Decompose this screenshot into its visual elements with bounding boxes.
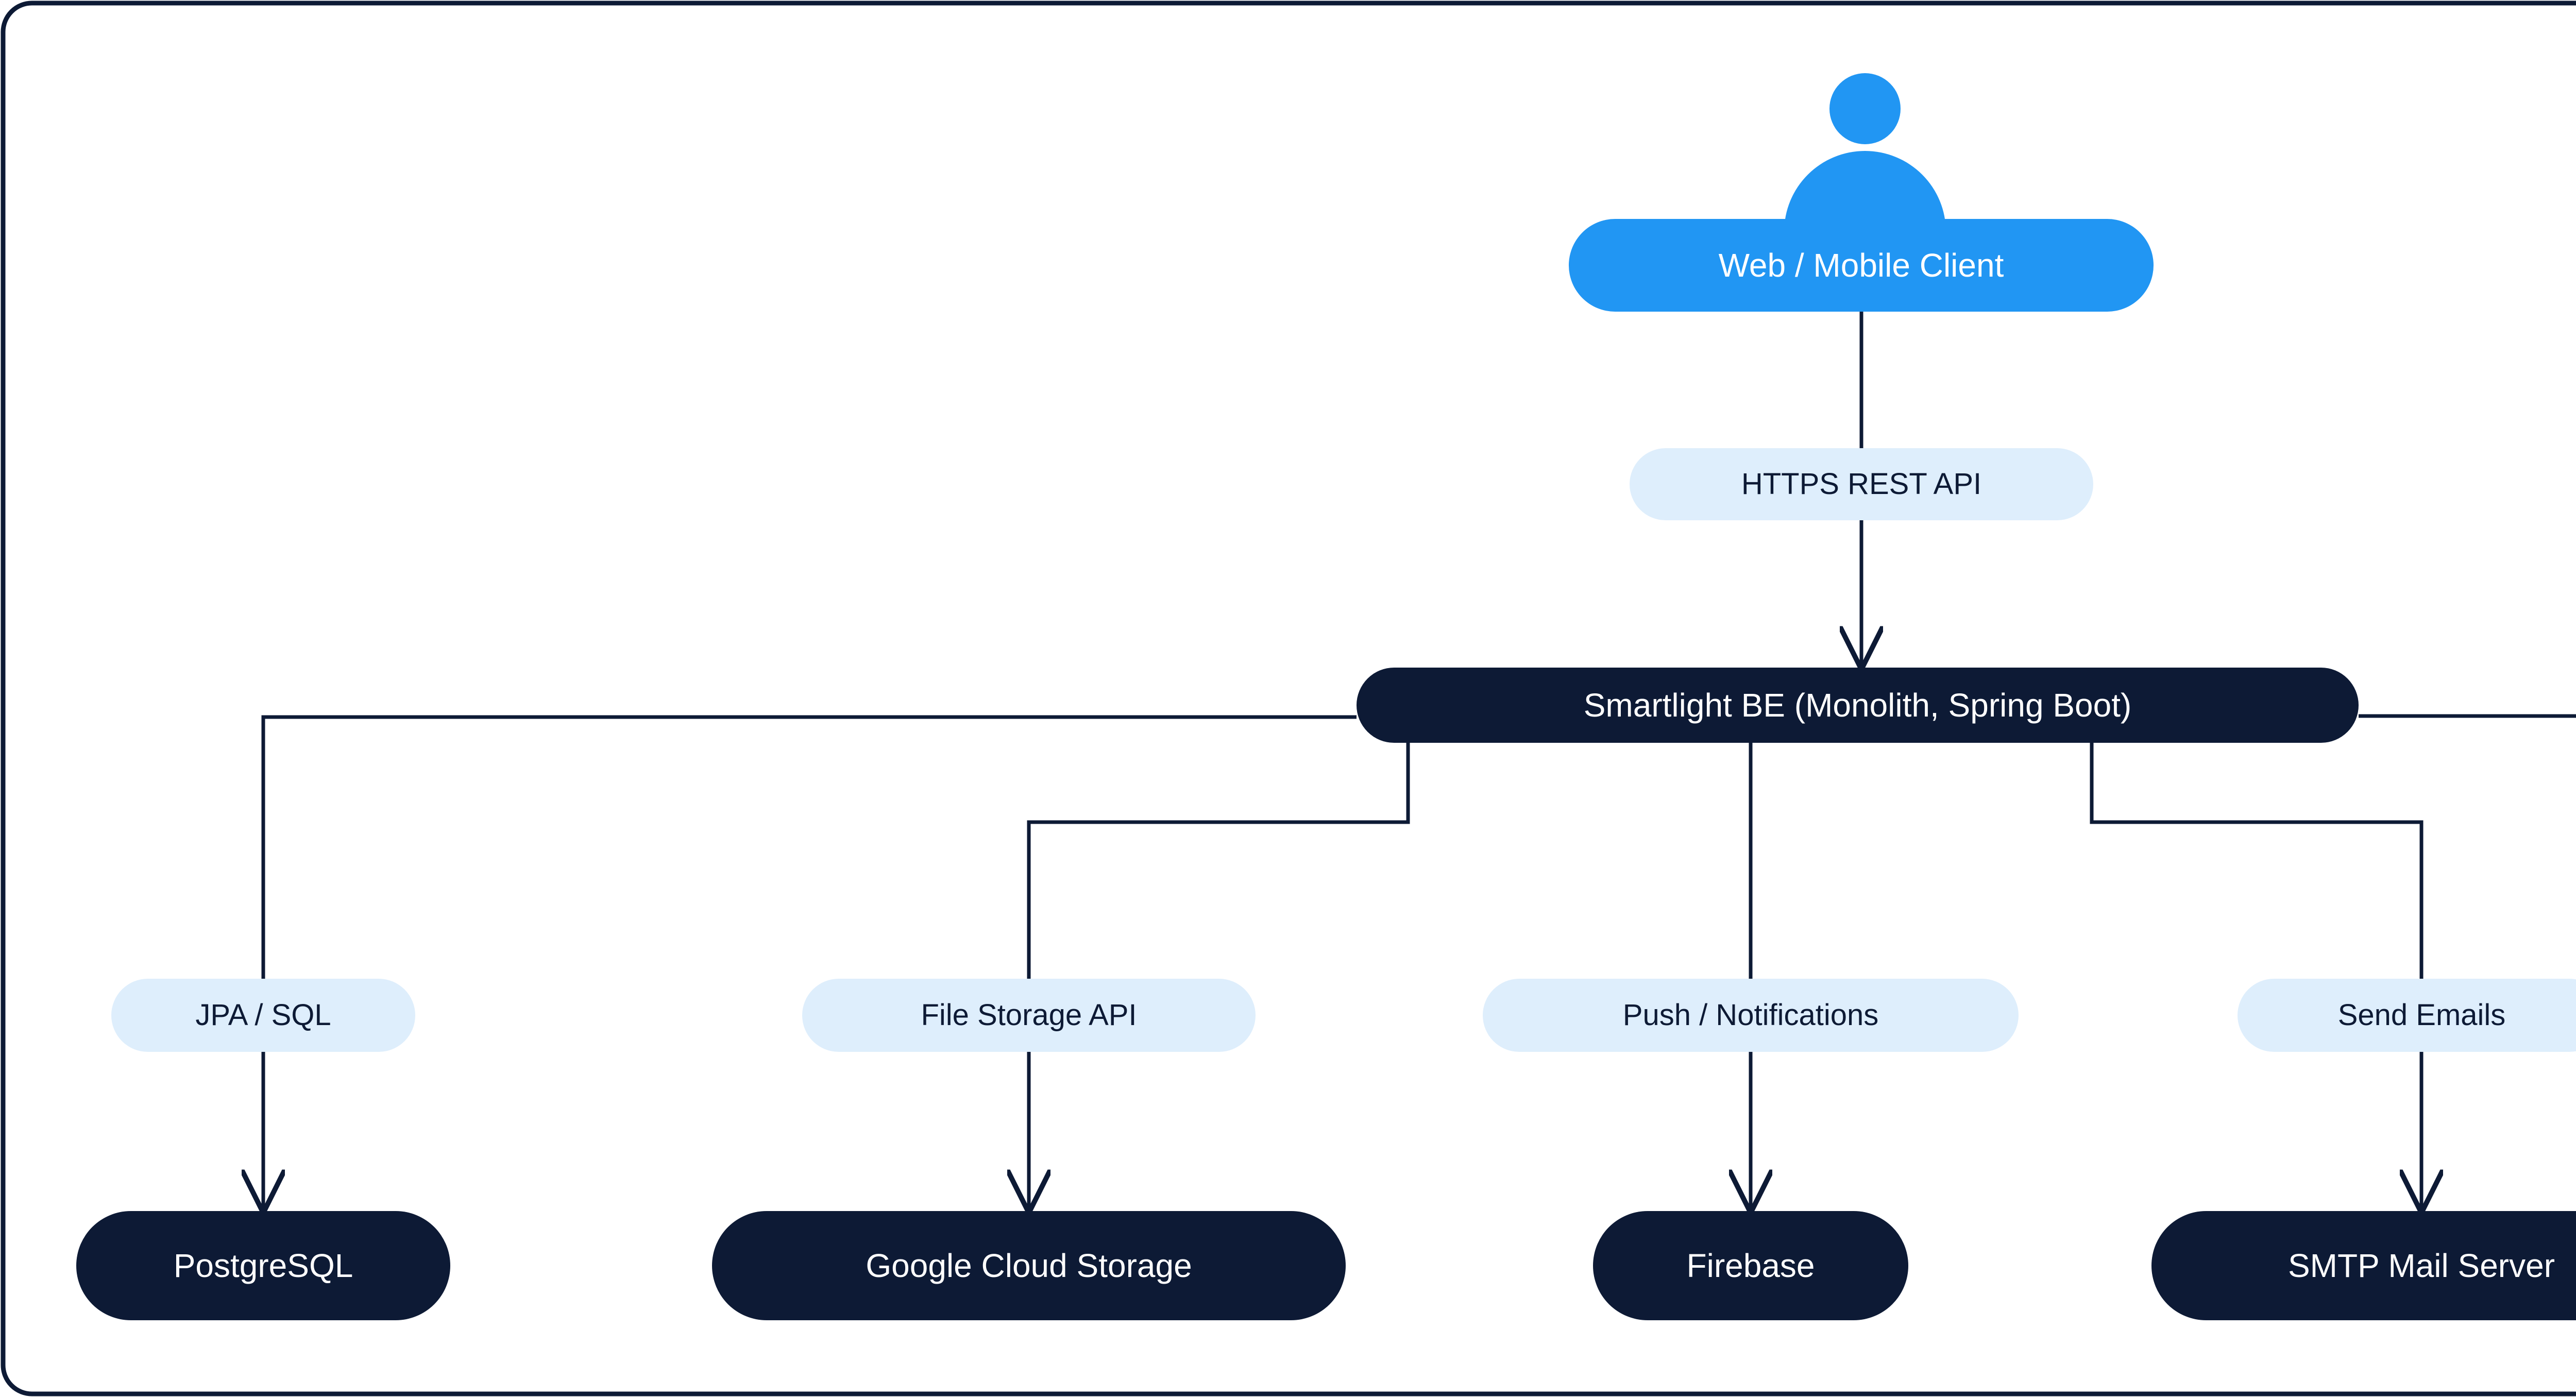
node-firebase-label: Firebase xyxy=(1686,1247,1815,1284)
node-google-cloud-storage-label: Google Cloud Storage xyxy=(866,1247,1192,1284)
edge-monolith-to-integration-label xyxy=(2359,714,2576,718)
node-google-cloud-storage[interactable]: Google Cloud Storage xyxy=(712,1211,1346,1320)
edge-monolith-to-email-label xyxy=(2090,743,2424,979)
node-smartlight-be-monolith-label: Smartlight BE (Monolith, Spring Boot) xyxy=(1583,687,2132,724)
node-web-mobile-client[interactable]: Web / Mobile Client xyxy=(1569,219,2154,312)
edge-label-https-rest-api[interactable]: HTTPS REST API xyxy=(1630,448,2093,520)
person-icon xyxy=(1784,73,1946,232)
edge-monolith-to-jpa-label xyxy=(261,715,1357,979)
edge-label-file-storage-api[interactable]: File Storage API xyxy=(802,979,1256,1052)
edge-label-send-emails[interactable]: Send Emails xyxy=(2238,979,2576,1052)
node-smartlight-be-monolith[interactable]: Smartlight BE (Monolith, Spring Boot) xyxy=(1357,668,2359,743)
edge-monolith-to-filestorage-label xyxy=(1027,743,1410,979)
node-postgresql[interactable]: PostgreSQL xyxy=(76,1211,450,1320)
node-web-mobile-client-label: Web / Mobile Client xyxy=(1718,247,2004,284)
edge-label-send-emails-text: Send Emails xyxy=(2337,998,2506,1032)
edge-label-file-storage-api-text: File Storage API xyxy=(921,998,1137,1032)
edge-label-https-rest-api-text: HTTPS REST API xyxy=(1741,467,1982,501)
node-postgresql-label: PostgreSQL xyxy=(173,1247,353,1284)
node-smtp-mail-server[interactable]: SMTP Mail Server xyxy=(2151,1211,2576,1320)
edge-label-push-notifications-text: Push / Notifications xyxy=(1622,998,1879,1032)
node-smtp-mail-server-label: SMTP Mail Server xyxy=(2287,1247,2555,1284)
edge-label-jpa-sql[interactable]: JPA / SQL xyxy=(111,979,415,1052)
edge-label-jpa-sql-text: JPA / SQL xyxy=(195,998,331,1032)
node-firebase[interactable]: Firebase xyxy=(1593,1211,1908,1320)
edge-label-push-notifications[interactable]: Push / Notifications xyxy=(1483,979,2019,1052)
